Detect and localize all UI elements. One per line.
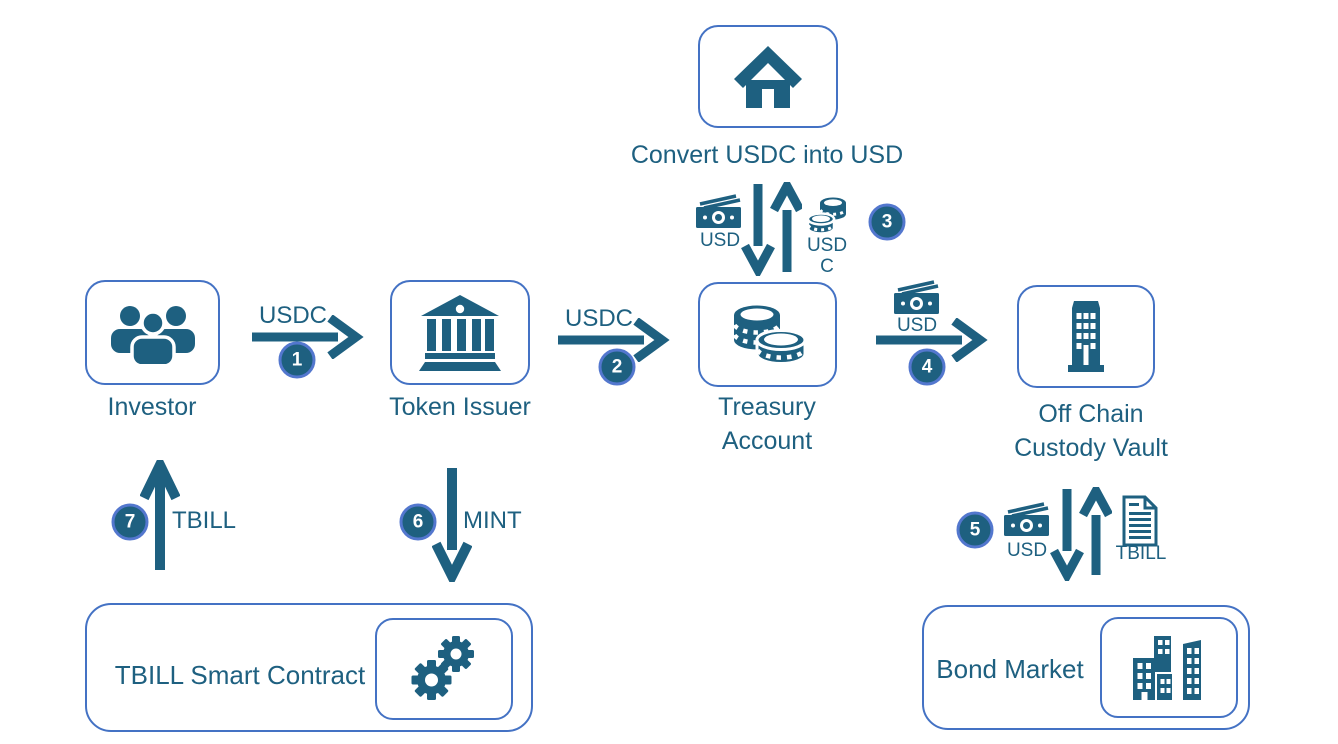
usd-banknote-icon [696,194,741,228]
node-investor-label: Investor [107,393,197,421]
flow1-step-badge: 1 [278,341,316,379]
tbill-document-icon [1122,495,1158,547]
node-bond-market-inner [1100,617,1238,718]
gears-icon [411,636,474,700]
flow5-updown-arrows [1050,487,1112,581]
flow3-step-badge: 3 [868,203,906,241]
node-custody-vault [1017,285,1155,388]
flow6-step-badge: 6 [399,503,437,541]
flow1-label: USDC [258,302,328,329]
flow2-arrow-right [558,318,670,362]
office-building-icon [1068,300,1104,372]
flow5-tbill-label: TBILL [1115,543,1167,564]
flow2-step-badge: 2 [598,348,636,386]
node-investor [85,280,220,385]
flow7-arrow-up [140,460,180,570]
flow2-label: USDC [564,305,634,332]
flow4-step-badge: 4 [908,348,946,386]
flow3-usd-label: USD [699,230,741,251]
usd-banknote-icon [894,280,939,314]
node-token-issuer-label: Token Issuer [389,393,531,421]
flow5-step-badge: 5 [956,511,994,549]
flow4-usd-label: USD [896,315,938,336]
flow5-usd-label: USD [1006,540,1048,561]
flow3-updown-arrows [741,182,802,276]
flow1-arrow-right [252,315,364,359]
bank-icon [419,294,501,371]
node-convert [698,25,838,128]
node-smart-contract-inner [375,618,513,720]
node-treasury-account-label: Treasury Account [718,393,816,455]
city-buildings-icon [1133,635,1201,700]
people-icon [110,305,195,364]
node-smart-contract-label: TBILL Smart Contract [114,660,366,690]
coins-icon [732,305,806,367]
node-convert-label: Convert USDC into USD [630,141,904,169]
flow7-tbill-label: TBILL [172,507,237,534]
house-icon [734,45,802,108]
node-token-issuer [390,280,530,385]
node-treasury-account [698,282,837,387]
usd-banknote-icon [1004,502,1049,536]
usdc-coins-icon [806,197,848,236]
flow4-arrow-right [876,318,988,362]
flow6-mint-label: MINT [463,507,522,534]
flow7-step-badge: 7 [111,503,149,541]
node-custody-vault-label: Off Chain Custody Vault [1014,400,1168,462]
flow3-usdc-label: USD C [806,235,848,277]
node-bond-market-label: Bond Market [936,654,1084,684]
flow6-arrow-down [432,468,472,582]
